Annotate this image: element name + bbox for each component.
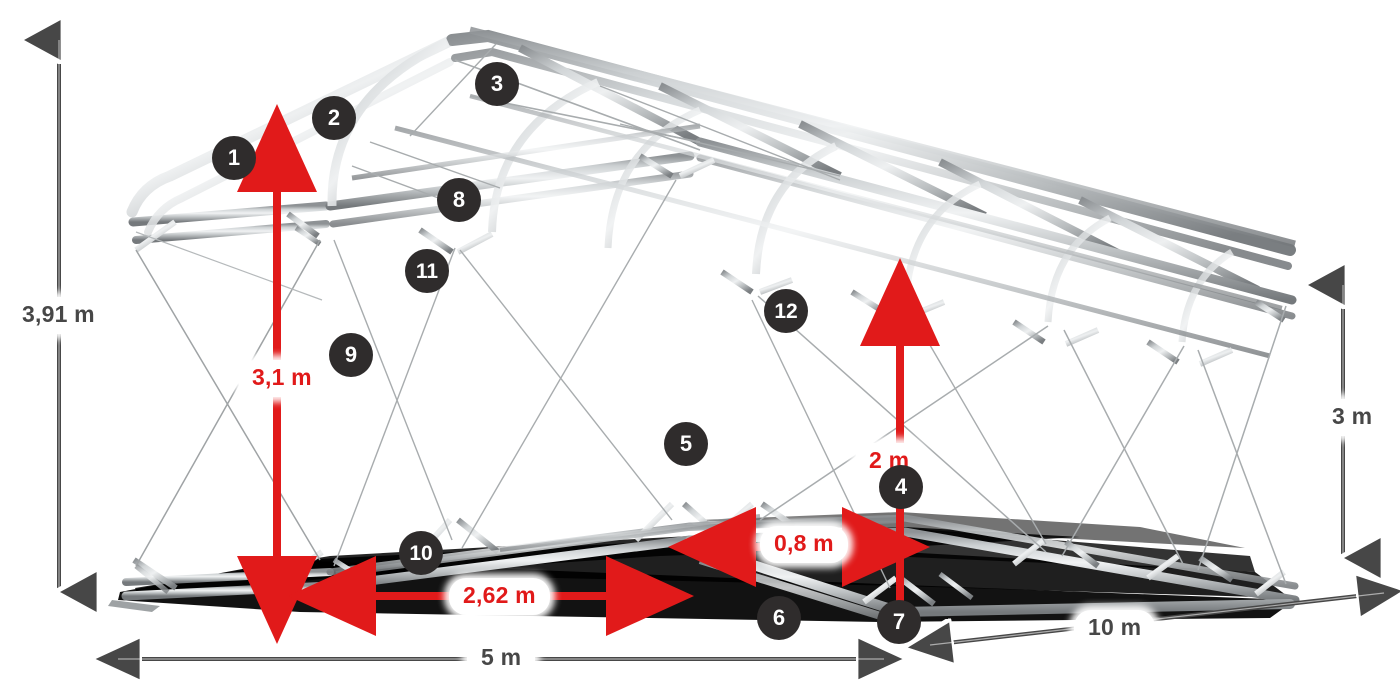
dimension-label-eave-offset: 0,8 m: [760, 526, 848, 563]
callout-badge-11[interactable]: 11: [405, 249, 449, 293]
dimension-label-side-height: 3 m: [1318, 399, 1387, 436]
callout-badge-12[interactable]: 12: [764, 289, 808, 333]
callout-badge-8[interactable]: 8: [437, 178, 481, 222]
callout-badge-9[interactable]: 9: [329, 333, 373, 377]
callout-badge-10[interactable]: 10: [399, 531, 443, 575]
callout-badge-5[interactable]: 5: [664, 422, 708, 466]
callout-badge-6[interactable]: 6: [757, 596, 801, 640]
callout-badge-1[interactable]: 1: [212, 136, 256, 180]
dimension-label-half-width: 2,62 m: [449, 578, 550, 615]
roof-structure: [325, 26, 1297, 359]
dimension-label-ridge-height: 3,1 m: [238, 360, 326, 397]
callout-badge-3[interactable]: 3: [475, 62, 519, 106]
dimension-label-total-height: 3,91 m: [8, 297, 109, 334]
front-gable-frame: [108, 34, 458, 612]
dimension-label-length: 10 m: [1074, 610, 1156, 647]
callout-badge-4[interactable]: 4: [879, 465, 923, 509]
callout-badge-7[interactable]: 7: [877, 600, 921, 644]
dimension-label-width: 5 m: [467, 640, 536, 677]
callout-badge-2[interactable]: 2: [312, 96, 356, 140]
near-wall-frame: [325, 153, 720, 591]
